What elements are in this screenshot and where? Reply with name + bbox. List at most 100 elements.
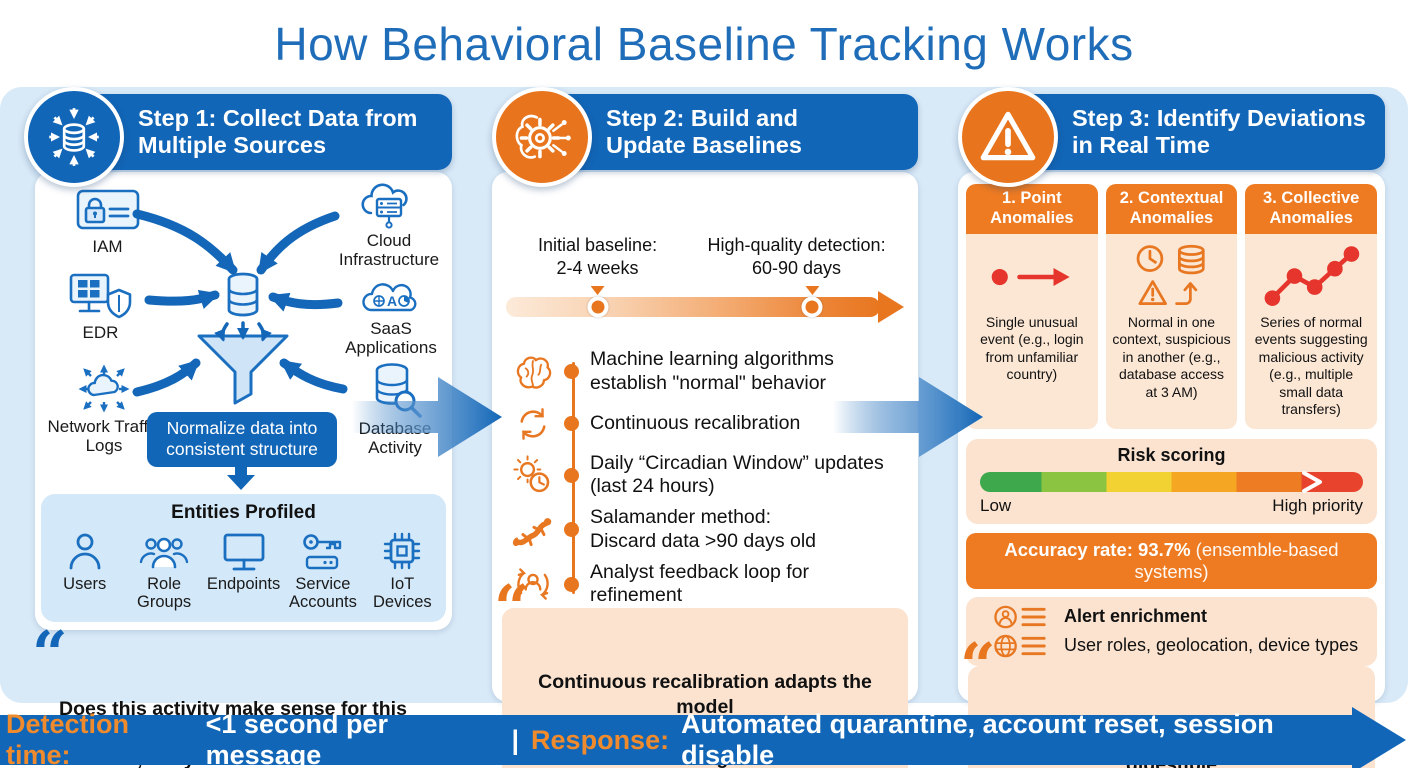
anomaly-card-contextual: 2. Contextual Anomalies — [1105, 184, 1238, 429]
response-label: Response: — [531, 724, 670, 755]
enrichment-subtitle: User roles, geolocation, device types — [1064, 635, 1359, 656]
timeline-marker-icon — [590, 286, 605, 295]
normalize-callout: Normalize data into consistent structure — [147, 412, 337, 467]
step1-title-rest: Collect Data from Multiple Sources — [138, 104, 418, 158]
step3-header: Step 3: Identify Deviations in Real Time — [958, 87, 1385, 187]
funnel — [195, 330, 291, 410]
accuracy-note: (ensemble-based systems) — [1134, 538, 1339, 582]
flow-arrow-step2-to-step3-icon — [833, 377, 983, 457]
footer-banner: Detection time: <1 second per message | … — [0, 707, 1408, 768]
source-iam-label: IAM — [92, 237, 123, 256]
step1-title-prefix: Step 1: — [138, 104, 217, 131]
step2-title-rest: Build and Update Baselines — [606, 104, 802, 158]
step3-card: 1. Point Anomalies Single unusual event … — [958, 172, 1385, 768]
build-baselines-badge — [492, 87, 592, 187]
down-arrow-icon — [227, 466, 255, 495]
alert-enrichment-box: Alert enrichment User roles, geolocation… — [966, 596, 1377, 666]
accuracy-banner: Accuracy rate: 93.7% (ensemble-based sys… — [966, 532, 1377, 589]
contextual-anomaly-icon — [1132, 240, 1212, 314]
source-cloud-label: Cloud Infrastructure — [338, 231, 440, 270]
bullet-dot — [564, 416, 579, 432]
circadian-sun-clock-icon — [510, 455, 556, 495]
entity-users: Users — [45, 529, 124, 593]
bullet-text: Machine learning algorithms establish "n… — [590, 348, 834, 394]
timeline-track — [506, 286, 904, 323]
recalibration-icon — [510, 405, 556, 443]
list-item: Analyst feedback loop for refinement — [510, 561, 912, 609]
entity-role-groups: Role Groups — [124, 529, 203, 612]
saas-cloud-apps-icon: A — [362, 283, 417, 312]
source-iam: IAM — [55, 184, 160, 256]
footer-arrowhead-icon — [1352, 707, 1406, 768]
user-list-icon — [994, 605, 1046, 628]
response-value: Automated quarantine, account reset, ses… — [681, 709, 1274, 768]
entity-iot-devices: IoT Devices — [363, 529, 442, 612]
timeline-labels: Initial baseline: 2-4 weeks High-quality… — [506, 234, 904, 284]
cloud-arrows-out-icon — [78, 364, 130, 413]
timeline-right-label: High-quality detection: 60-90 days — [707, 235, 886, 279]
entity-label: Role Groups — [137, 575, 192, 612]
flow-arrow-step1-to-step2-icon — [352, 377, 502, 457]
bullet-text: Continuous recalibration — [590, 411, 801, 434]
cloud-server-icon — [361, 183, 408, 229]
point-anomaly-icon — [989, 240, 1075, 314]
timeline-dot-quality — [801, 296, 823, 318]
salamander-icon — [510, 510, 556, 550]
bullet-text: Daily “Circadian Window” updates (last 2… — [590, 451, 884, 498]
enrichment-title: Alert enrichment — [1064, 606, 1208, 627]
step2-title-prefix: Step 2: — [606, 104, 685, 131]
step3-title-rest: Identify Deviations in Real Time — [1072, 104, 1366, 158]
anomaly-card-point: 1. Point Anomalies Single unusual event … — [966, 184, 1098, 429]
anomaly-card-desc: Series of normal events suggesting malic… — [1254, 313, 1368, 418]
footer-bar: Detection time: <1 second per message | … — [0, 709, 1354, 768]
collect-data-badge — [24, 87, 124, 187]
page-title: How Behavioral Baseline Tracking Works — [274, 17, 1134, 70]
globe-list-icon — [994, 634, 1046, 657]
entity-label: IoT Devices — [372, 575, 432, 612]
bullet-dot — [564, 467, 579, 483]
service-accounts-icon — [303, 534, 342, 570]
entity-endpoints: Endpoints — [204, 529, 283, 593]
central-database-icon — [227, 272, 259, 317]
user-icon — [69, 533, 101, 570]
brain-gear-circuit-icon — [515, 114, 571, 159]
step1-title: Step 1: Collect Data from Multiple Sourc… — [138, 105, 452, 160]
list-item: Daily “Circadian Window” updates (last 2… — [510, 452, 912, 500]
brain-icon — [510, 352, 556, 392]
source-network-traffic-logs: Network Traffic Logs — [45, 362, 163, 455]
entity-label: Service Accounts — [288, 575, 357, 612]
anomaly-card-title: 2. Contextual Anomalies — [1105, 184, 1238, 234]
open-quote-icon: “ — [960, 628, 996, 702]
bullet-text: Salamander method: Discard data >90 days… — [590, 506, 817, 552]
entity-service-accounts: Service Accounts — [283, 529, 362, 612]
risk-scoring-box: Risk scoring Low High priority — [966, 438, 1377, 524]
bullet-dot — [564, 522, 579, 538]
identify-deviations-badge — [958, 87, 1058, 187]
list-item: Salamander method: Discard data >90 days… — [510, 506, 912, 554]
step2-header: Step 2: Build and Update Baselines — [492, 87, 918, 187]
risk-scoring-title: Risk scoring — [1117, 444, 1226, 465]
anomaly-card-desc: Normal in one context, suspicious in ano… — [1112, 313, 1231, 400]
endpoints-icon — [223, 533, 264, 571]
step2-title-bar: Step 2: Build and Update Baselines — [536, 94, 918, 170]
entities-profiled-box: Entities Profiled Users — [41, 494, 446, 622]
warning-triangle-icon — [980, 111, 1036, 161]
step3-column: Step 3: Identify Deviations in Real Time… — [958, 87, 1385, 768]
step3-title: Step 3: Identify Deviations in Real Time — [1072, 105, 1382, 160]
source-saas: A SaaS Applications — [335, 274, 447, 357]
source-cloud-infrastructure: Cloud Infrastructure — [330, 176, 448, 269]
baseline-methods-list: Machine learning algorithms establish "n… — [510, 348, 912, 608]
bullet-dot — [564, 576, 579, 592]
step2-title: Step 2: Build and Update Baselines — [606, 105, 856, 160]
collective-anomaly-icon — [1261, 240, 1361, 314]
anomaly-card-title: 3. Collective Anomalies — [1245, 184, 1378, 234]
entity-label: Users — [63, 575, 107, 593]
role-groups-icon — [139, 537, 189, 569]
entities-row: Users Role Groups — [45, 529, 442, 612]
step1-card: IAM Cloud Infrastructure — [35, 172, 452, 630]
anomaly-cards: 1. Point Anomalies Single unusual event … — [966, 184, 1378, 429]
converging-arrows — [132, 209, 348, 397]
timeline-left-label: Initial baseline: 2-4 weeks — [538, 235, 658, 279]
source-edr: EDR — [43, 272, 158, 342]
risk-low-label: Low — [980, 495, 1012, 515]
